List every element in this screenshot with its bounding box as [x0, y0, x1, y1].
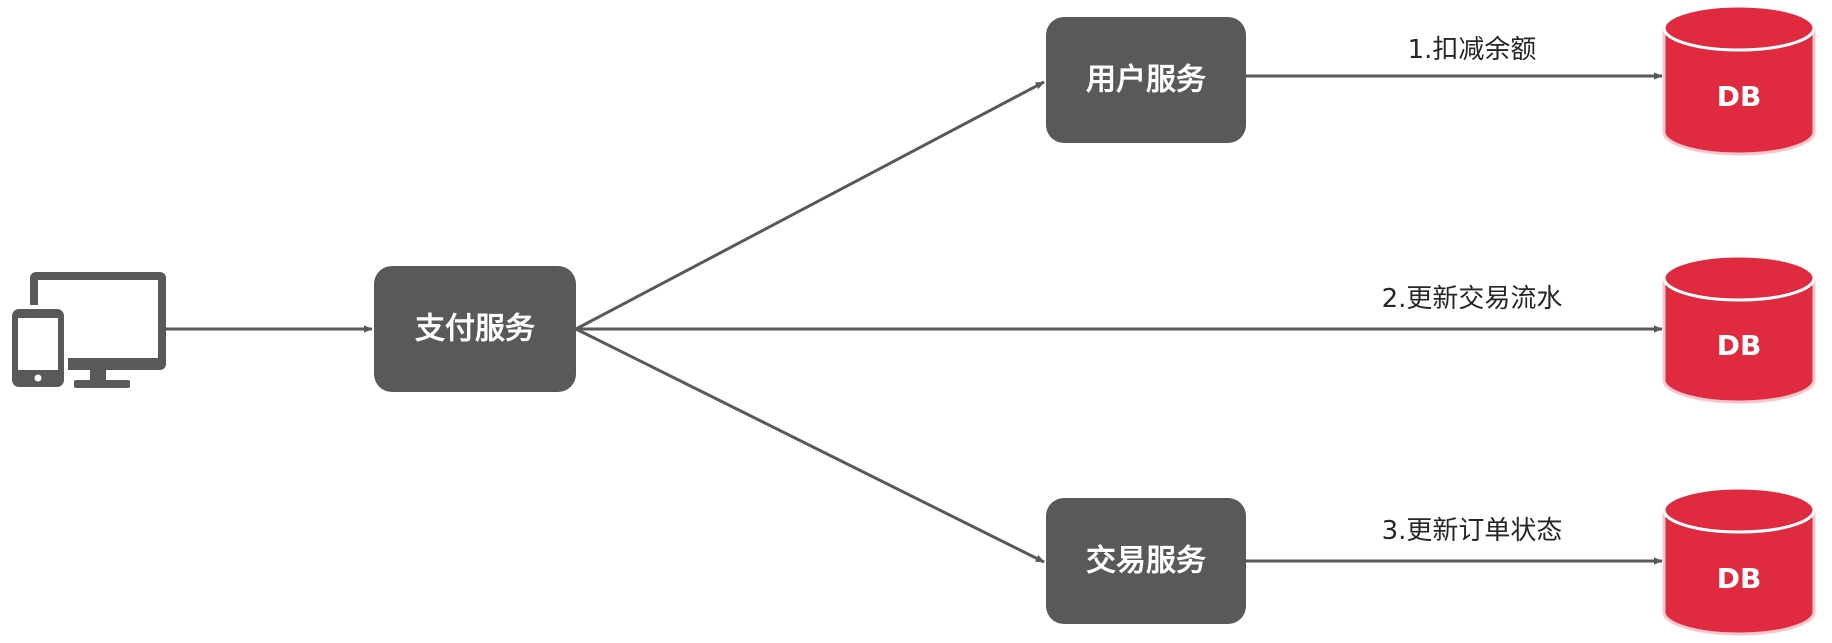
- edge-label-update-flow: 2.更新交易流水: [1382, 284, 1563, 314]
- database-icon-2: DB: [1662, 254, 1816, 404]
- database-icon-1: DB: [1662, 4, 1816, 156]
- db2-label: DB: [1717, 329, 1762, 362]
- arrow-pay-to-user: [575, 80, 1045, 331]
- pay-service-node: 支付服务: [374, 266, 576, 392]
- trade-service-label: 交易服务: [1086, 544, 1206, 579]
- pay-service-label: 支付服务: [415, 312, 535, 347]
- database-icon-3: DB: [1662, 486, 1816, 636]
- db3-label: DB: [1717, 562, 1762, 595]
- db1-label: DB: [1717, 80, 1762, 113]
- edge-label-deduct-balance: 1.扣减余额: [1408, 35, 1537, 65]
- edge-label-update-order: 3.更新订单状态: [1382, 516, 1563, 546]
- trade-service-node: 交易服务: [1046, 498, 1246, 624]
- user-service-label: 用户服务: [1086, 63, 1206, 98]
- arrow-pay-to-trade: [575, 327, 1045, 564]
- user-service-node: 用户服务: [1046, 17, 1246, 143]
- devices-icon: [8, 272, 166, 391]
